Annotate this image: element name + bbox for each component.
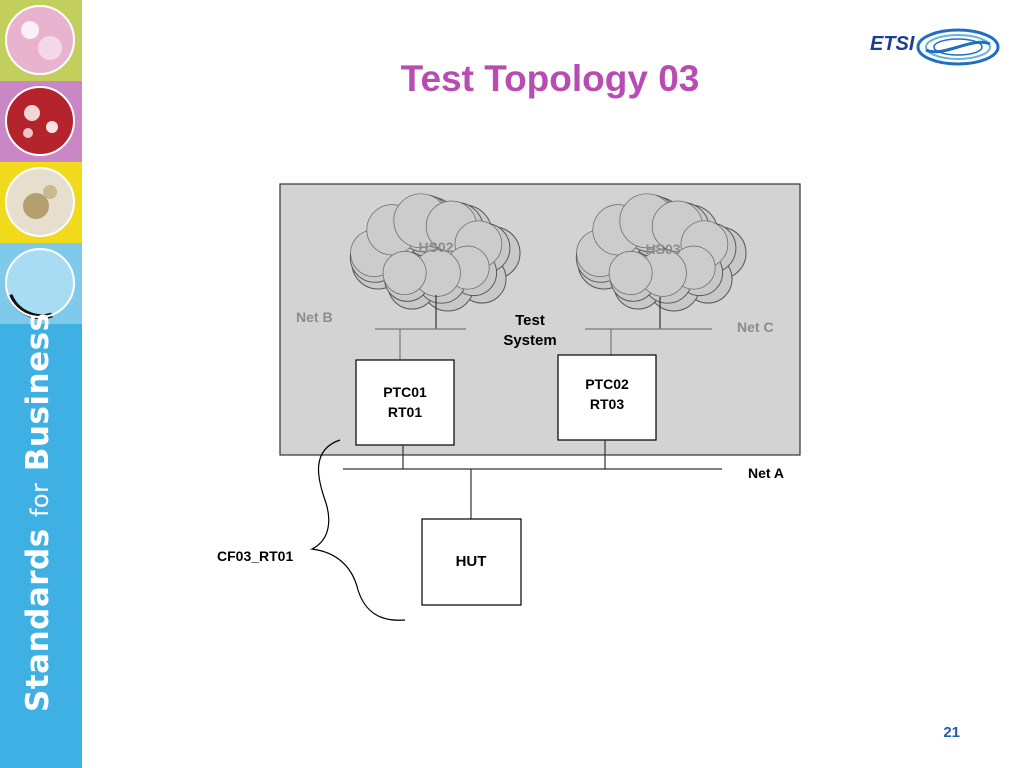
etsi-logo-text: ETSI xyxy=(870,33,915,55)
ptc02-box xyxy=(557,354,657,441)
ptc01-label-line2: RT01 xyxy=(388,404,422,420)
hut-label: HUT xyxy=(456,553,487,570)
net-a-label: Net A xyxy=(748,465,784,481)
etsi-logo: ETSI xyxy=(868,22,1004,77)
hs02-label: HS02 xyxy=(418,239,453,255)
sidebar-tile-3 xyxy=(0,162,82,243)
test-system-label-line2: System xyxy=(503,332,556,349)
hut-box xyxy=(421,518,522,606)
cf03-rt01-label: CF03_RT01 xyxy=(217,548,293,564)
sidebar: Standards for Business xyxy=(0,0,82,768)
ptc01-box xyxy=(355,359,455,446)
net-b-label: Net B xyxy=(296,309,333,325)
sidebar-tile-1 xyxy=(0,0,82,81)
sidebar-tile-2 xyxy=(0,81,82,162)
test-system-label-line1: Test xyxy=(515,312,545,329)
net-c-label: Net C xyxy=(737,319,774,335)
page-title: Test Topology 03 xyxy=(400,58,700,99)
ptc01-label-line1: PTC01 xyxy=(383,384,427,400)
page-number: 21 xyxy=(943,724,960,741)
ptc02-label-line1: PTC02 xyxy=(585,376,629,392)
cf03-brace xyxy=(309,439,406,621)
ptc02-label-line2: RT03 xyxy=(590,396,624,412)
hs03-label: HS03 xyxy=(645,241,680,257)
sidebar-tile-4 xyxy=(0,243,82,324)
